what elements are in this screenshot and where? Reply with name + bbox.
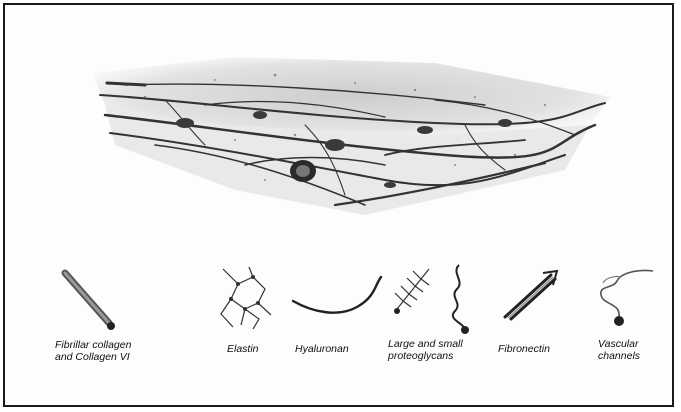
tissue-illustration <box>5 5 672 255</box>
hyaluronan-icon <box>289 271 385 321</box>
proteoglycans-icon <box>389 259 481 337</box>
figure-frame: Fibrillar collagen and Collagen VI Elast… <box>3 3 674 407</box>
figure-canvas: Fibrillar collagen and Collagen VI Elast… <box>5 5 672 405</box>
vascular-channels-icon <box>591 265 661 331</box>
label-fibronectin: Fibronectin <box>498 343 550 355</box>
label-elastin: Elastin <box>227 343 259 355</box>
label-vascular-channels: Vascular channels <box>598 338 640 362</box>
fibronectin-icon <box>499 267 563 323</box>
label-fibrillar-collagen: Fibrillar collagen and Collagen VI <box>55 339 131 363</box>
fibrillar-collagen-icon <box>59 267 119 339</box>
label-proteoglycans: Large and small proteoglycans <box>388 338 463 362</box>
elastin-icon <box>213 259 279 335</box>
label-hyaluronan: Hyaluronan <box>295 343 349 355</box>
